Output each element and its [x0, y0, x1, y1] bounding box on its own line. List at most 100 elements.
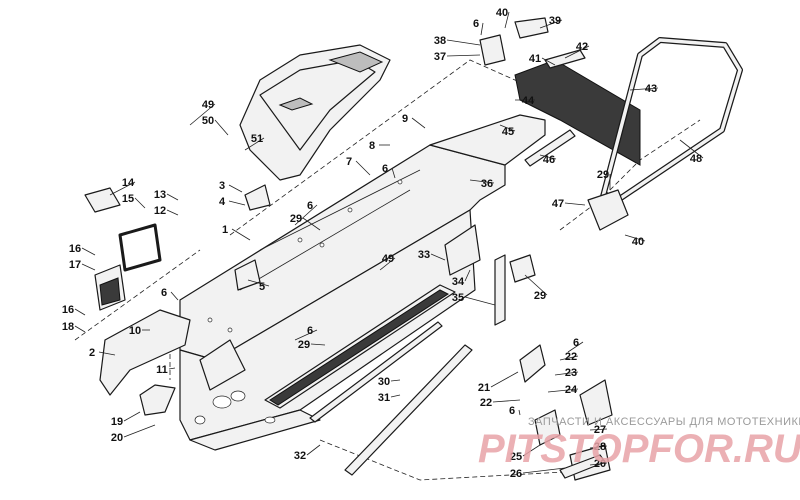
callout-c19: 19: [111, 416, 123, 428]
leader-line-c25: [522, 444, 541, 457]
callout-c16b: 16: [62, 304, 74, 316]
foot-hold: [139, 384, 176, 416]
leader-line-c29c: [524, 274, 548, 296]
leader-line-c40b: [624, 234, 646, 242]
leader-line-c48: [679, 139, 704, 159]
callout-c6g: 6: [573, 337, 579, 349]
callout-c29a: 29: [290, 213, 302, 225]
callout-c6e: 6: [473, 18, 479, 30]
leader-line-c47: [564, 202, 586, 206]
leader-line-c35: [464, 296, 496, 306]
leader-line-c21: [490, 371, 519, 388]
leader-line-c3: [228, 184, 243, 193]
callout-c49b: 49: [382, 253, 394, 265]
leader-line-c38: [446, 39, 481, 46]
callout-c45: 45: [502, 126, 514, 138]
side-bracket: [99, 309, 191, 396]
callout-c38: 38: [434, 35, 446, 47]
callout-c3: 3: [219, 180, 225, 192]
callout-c49a: 49: [202, 99, 214, 111]
leader-line-c24: [547, 388, 579, 393]
leader-line-c18: [74, 325, 86, 333]
callout-c6a: 6: [307, 200, 313, 212]
leader-line-c6f: [518, 409, 521, 416]
leader-line-c16b: [74, 308, 86, 316]
leader-line-c2: [98, 351, 116, 356]
leader-line-c6a: [294, 204, 318, 226]
callout-c50: 50: [202, 115, 214, 127]
callout-c11: 11: [156, 364, 168, 376]
callout-c4: 4: [219, 196, 226, 208]
callout-c6c: 6: [307, 325, 313, 337]
callout-c15: 15: [122, 193, 134, 205]
callout-c26: 26: [510, 468, 522, 480]
callout-c33: 33: [418, 249, 430, 261]
callout-c29c: 29: [534, 290, 546, 302]
leader-line-c28: [589, 445, 608, 449]
callout-c37: 37: [434, 51, 446, 63]
callout-c41: 41: [529, 53, 541, 65]
callout-c36: 36: [481, 178, 493, 190]
rear-bracket: [524, 129, 576, 167]
callout-c9: 9: [402, 113, 408, 125]
leader-line-c29a: [302, 217, 321, 231]
callout-c42: 42: [576, 41, 588, 53]
front-brackets: [84, 187, 162, 311]
callout-c21: 21: [478, 382, 490, 394]
leader-line-c6c: [294, 329, 318, 341]
leader-line-c43: [629, 87, 659, 91]
leader-line-c22a: [559, 355, 579, 361]
callout-c1: 1: [222, 224, 228, 236]
callout-c22b: 22: [480, 397, 492, 409]
callout-c28: 28: [594, 441, 606, 453]
leader-line-c17: [81, 263, 96, 271]
cover-parts: [234, 184, 271, 291]
leader-line-c45: [499, 124, 516, 132]
leader-line-c5: [247, 279, 270, 287]
leader-line-c20a: [123, 424, 156, 438]
callout-c7: 7: [346, 156, 352, 168]
callout-c29b: 29: [298, 339, 310, 351]
leader-line-c14: [109, 181, 136, 196]
callout-c40b: 40: [632, 236, 644, 248]
callout-c6b: 6: [161, 287, 167, 299]
seat: [239, 44, 391, 181]
running-board: [264, 284, 456, 409]
rail-bars: [309, 321, 473, 476]
callout-c2: 2: [89, 347, 95, 359]
watermark-logo: PITSTOPFOR.RU: [478, 427, 800, 471]
leader-line-c6e: [480, 22, 484, 36]
leader-line-c46: [539, 154, 557, 160]
leader-line-c39: [539, 19, 563, 29]
callout-c10: 10: [129, 325, 141, 337]
leader-line-c34: [464, 269, 471, 282]
watermark: ЗАПЧАСТИ И АКСЕССУАРЫ ДЛЯ МОТОТЕХНИКИ PI…: [478, 416, 800, 471]
leader-line-c49a: [189, 103, 216, 126]
leader-line-c31: [390, 394, 401, 398]
leader-line-c29b: [310, 343, 326, 346]
side-trim-parts: [519, 344, 613, 481]
leader-line-c16a: [81, 247, 96, 256]
callout-c29d: 29: [597, 169, 609, 181]
callout-c27: 27: [594, 424, 606, 436]
callout-c24: 24: [565, 384, 578, 396]
leader-line-c42: [564, 45, 590, 59]
callout-c20b: 20: [594, 458, 606, 470]
leader-line-c11: [168, 367, 176, 370]
leader-line-c26: [522, 467, 566, 474]
leader-line-c23: [554, 371, 579, 376]
watermark-tagline: ЗАПЧАСТИ И АКСЕССУАРЫ ДЛЯ МОТОТЕХНИКИ: [528, 416, 800, 428]
leader-line-c51: [244, 137, 265, 151]
callout-c6d: 6: [382, 163, 388, 175]
leader-line-c40a: [504, 11, 510, 29]
callout-c35: 35: [452, 292, 464, 304]
callout-c30: 30: [378, 376, 390, 388]
callout-c14: 14: [122, 177, 135, 189]
callout-c43: 43: [645, 83, 657, 95]
callout-c16a: 16: [69, 243, 81, 255]
leader-line-c6b: [170, 291, 179, 301]
leader-line-c30: [390, 379, 401, 382]
leader-line-c1: [231, 228, 251, 241]
